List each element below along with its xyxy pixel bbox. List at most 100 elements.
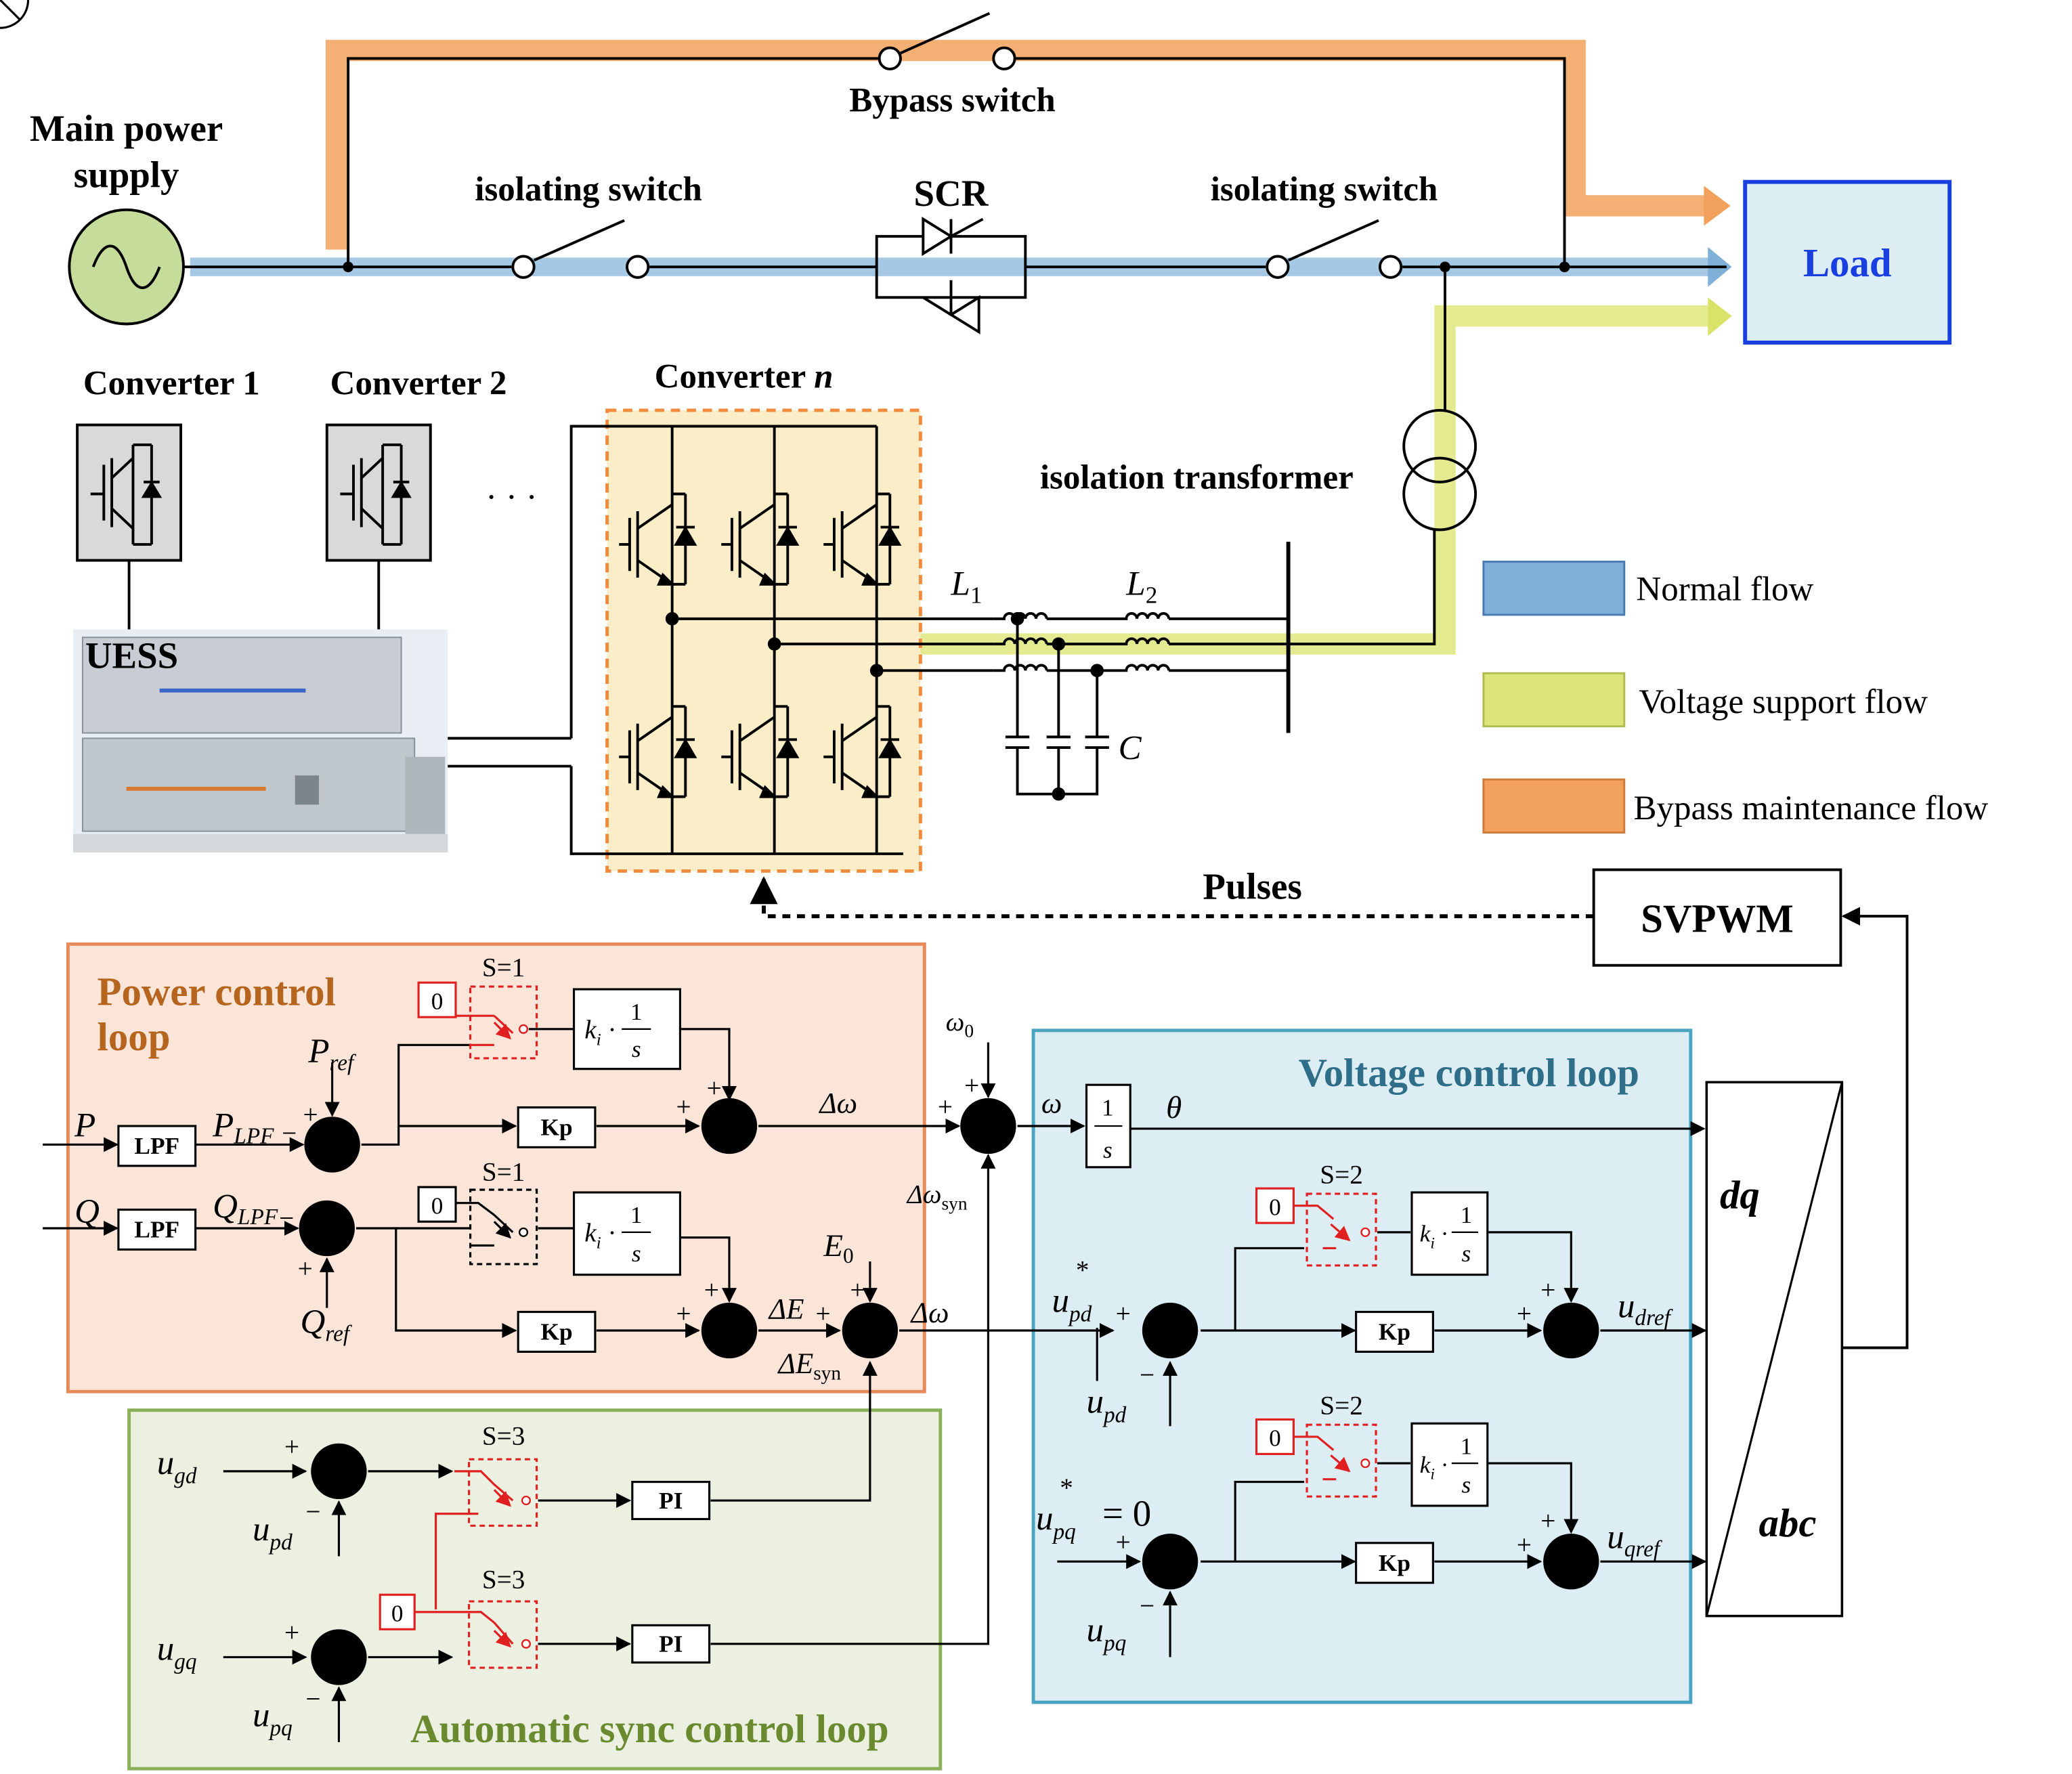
delta-e-syn-label: ΔEsyn bbox=[777, 1348, 842, 1385]
legend-normal-swatch bbox=[1482, 561, 1626, 616]
u-gd-label: ugd bbox=[157, 1444, 197, 1489]
zero-label: 0 bbox=[1269, 1194, 1281, 1220]
main-power-label: Main power bbox=[30, 108, 223, 149]
svg-text:+: + bbox=[707, 1074, 722, 1103]
s3-label: S=3 bbox=[482, 1422, 525, 1451]
svg-text:+: + bbox=[850, 1276, 865, 1305]
sync-u-pd-label: upd bbox=[253, 1511, 293, 1555]
svg-text:−: − bbox=[305, 1685, 320, 1714]
frac-num: 1 bbox=[630, 999, 643, 1025]
mode-switch-s3-q bbox=[414, 1600, 538, 1669]
svg-text:−: − bbox=[279, 1204, 294, 1233]
converter-1-label: Converter 1 bbox=[83, 364, 260, 402]
svg-text:+: + bbox=[704, 1276, 719, 1305]
q-ref-label: Qref bbox=[301, 1303, 353, 1347]
u-pq-star-asterisk: * bbox=[1060, 1473, 1073, 1502]
dq-abc-transform-block bbox=[1705, 1081, 1844, 1618]
igbt-icon bbox=[619, 492, 697, 586]
bypass-switch-label: Bypass switch bbox=[849, 82, 1055, 120]
sync-u-pq-label: upq bbox=[253, 1696, 293, 1741]
zero-block bbox=[1255, 1187, 1295, 1224]
legend-normal-label: Normal flow bbox=[1636, 570, 1813, 608]
svg-text:+: + bbox=[676, 1092, 691, 1121]
svg-text:−: − bbox=[1140, 1592, 1154, 1621]
svg-text:+: + bbox=[964, 1071, 979, 1100]
kp-label: Kp bbox=[1379, 1550, 1410, 1576]
svg-text:+: + bbox=[676, 1299, 691, 1328]
zero-label: 0 bbox=[1269, 1425, 1281, 1452]
svg-text:+: + bbox=[303, 1100, 318, 1129]
ki-label: ki · bbox=[584, 1219, 616, 1253]
e0-label: E0 bbox=[823, 1228, 853, 1268]
delta-omega-label: Δω bbox=[818, 1087, 857, 1119]
isolating-switch-contact-icon bbox=[511, 255, 536, 279]
legend-bypass-label: Bypass maintenance flow bbox=[1633, 789, 1988, 827]
converter-n-label: Converter n bbox=[655, 358, 834, 396]
pi-block bbox=[631, 1624, 711, 1664]
frac-den: s bbox=[1462, 1240, 1471, 1267]
isolating-switch-contact-icon bbox=[1378, 255, 1403, 279]
u-pd-star-asterisk: * bbox=[1076, 1256, 1089, 1285]
mode-switch-s2-d bbox=[1293, 1192, 1377, 1267]
q-input-label: Q bbox=[74, 1193, 100, 1231]
u-pq-label: upq bbox=[1087, 1611, 1127, 1656]
p-lpf-label: PLPF bbox=[212, 1107, 274, 1149]
converter-2-label: Converter 2 bbox=[330, 364, 507, 402]
dq-label: dq bbox=[1720, 1173, 1760, 1217]
l2-label: L2 bbox=[1125, 565, 1157, 609]
u-pd-label: upd bbox=[1087, 1383, 1127, 1428]
zero-block bbox=[379, 1593, 416, 1630]
s1-label: S=1 bbox=[482, 1157, 525, 1186]
u-pd-star-label: upd bbox=[1052, 1282, 1092, 1327]
svg-text:−: − bbox=[282, 1119, 297, 1148]
sign-labels: + − − + + + + + + + + + + − + + + − + + … bbox=[279, 1071, 1555, 1714]
ki-label: ki · bbox=[1420, 1221, 1449, 1253]
lpf-block bbox=[117, 1125, 197, 1167]
svg-text:+: + bbox=[1540, 1507, 1555, 1536]
isolating-switch-contact-icon bbox=[1266, 255, 1290, 279]
lpf-label: LPF bbox=[134, 1217, 179, 1243]
delta-omega-syn-label: Δωsyn bbox=[906, 1180, 968, 1214]
zero-block bbox=[1255, 1418, 1295, 1455]
u-gq-label: ugq bbox=[157, 1630, 197, 1674]
kp-block bbox=[517, 1310, 597, 1353]
frac-num: 1 bbox=[630, 1202, 643, 1228]
frac-den: s bbox=[632, 1240, 641, 1267]
svg-text:+: + bbox=[284, 1618, 299, 1647]
svpwm-box bbox=[1592, 868, 1842, 967]
frac-den: s bbox=[1103, 1137, 1113, 1163]
isolating-switch-contact-icon bbox=[626, 255, 650, 279]
integrator-block bbox=[1410, 1191, 1489, 1276]
zero-block bbox=[417, 1186, 457, 1223]
control-wiring bbox=[43, 1028, 1707, 1742]
uess-label: UESS bbox=[85, 634, 178, 676]
eq-zero-label: = 0 bbox=[1102, 1492, 1151, 1534]
mode-switch-s2-q bbox=[1293, 1423, 1377, 1498]
svg-text:+: + bbox=[938, 1092, 953, 1121]
summing-junction-icon bbox=[0, 0, 30, 29]
pi-label: PI bbox=[659, 1631, 683, 1658]
c-label: C bbox=[1119, 730, 1142, 768]
load-label: Load bbox=[1803, 241, 1892, 285]
ki-label: ki · bbox=[584, 1016, 616, 1050]
q-lpf-label: QLPF bbox=[213, 1188, 278, 1230]
svg-text:−: − bbox=[1140, 1360, 1154, 1389]
junction-dots bbox=[343, 261, 1570, 801]
l1-label: L1 bbox=[950, 565, 982, 609]
kp-label: Kp bbox=[541, 1115, 573, 1141]
frac-num: 1 bbox=[1102, 1094, 1114, 1121]
svg-text:+: + bbox=[1116, 1528, 1131, 1557]
transformer-icon bbox=[1402, 409, 1477, 532]
s2-label: S=2 bbox=[1320, 1391, 1363, 1421]
pulses-label: Pulses bbox=[1203, 866, 1301, 907]
mode-switch-s1-reactive bbox=[452, 1188, 538, 1265]
power-loop-title-2: loop bbox=[98, 1015, 171, 1059]
legend-bypass-swatch bbox=[1482, 778, 1626, 834]
pulses-line bbox=[750, 876, 1594, 919]
frac-den: s bbox=[1462, 1471, 1471, 1498]
p-ref-label: Pref bbox=[307, 1033, 357, 1076]
isolating-switch-left-label: isolating switch bbox=[475, 171, 702, 209]
svg-text:+: + bbox=[815, 1299, 830, 1328]
omega-label: ω bbox=[1041, 1087, 1062, 1119]
converter-1-icon bbox=[76, 423, 183, 562]
